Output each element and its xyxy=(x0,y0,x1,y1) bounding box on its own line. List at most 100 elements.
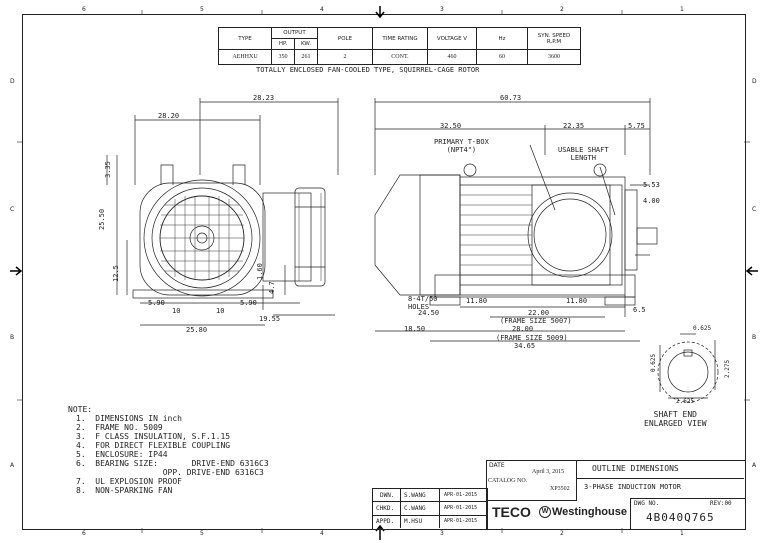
cell-hz: 60 xyxy=(476,49,528,65)
zone-right-A: A xyxy=(752,462,757,469)
dim-width-left: 28.20 xyxy=(158,112,180,120)
th-type: TYPE xyxy=(218,27,272,50)
cell-time-rating: CONT. xyxy=(372,49,428,65)
dim-10-left: 10 xyxy=(172,307,181,315)
th-time-rating: TIME RATING xyxy=(372,27,428,50)
note-6: 6. BEARING SIZE: DRIVE-END 6316C3 xyxy=(76,459,269,468)
zone-bottom-1: 1 xyxy=(680,530,684,537)
approval-date-1: APR-01-2015 xyxy=(444,492,478,498)
dwg-no-box xyxy=(630,498,746,530)
dim-height-3-35: 3.35 xyxy=(104,161,112,178)
dim-25-80: 25.80 xyxy=(186,326,208,334)
cell-syn-speed: 3600 xyxy=(527,49,581,65)
dim-5-53: 5.53 xyxy=(643,181,660,189)
title-motor-type: 3-PHASE INDUCTION MOTOR xyxy=(584,483,681,491)
zone-top-2: 2 xyxy=(560,6,564,13)
cell-type: AEHHXU xyxy=(218,49,272,65)
th-voltage: VOLTAGE V xyxy=(427,27,477,50)
zone-right-B: B xyxy=(752,334,757,341)
rev-label: REV:00 xyxy=(710,500,732,507)
zone-top-5: 5 xyxy=(200,6,204,13)
zone-right-C: C xyxy=(752,206,757,213)
approval-row-divider xyxy=(372,501,486,516)
dim-11-80-right: 11.80 xyxy=(566,297,588,305)
title-date-box xyxy=(486,460,577,501)
approval-date-3: APR-01-2015 xyxy=(444,518,478,524)
approval-name-1: S.WANG xyxy=(404,492,426,499)
zone-top-1: 1 xyxy=(680,6,684,13)
approval-name-2: C.WANG xyxy=(404,505,426,512)
dim-5-75: 5.75 xyxy=(628,122,645,130)
frame-size-5007: (FRAME SIZE 5007) xyxy=(500,317,572,325)
approval-date-2: APR-01-2015 xyxy=(444,505,478,511)
note-6b: OPP. DRIVE-END 6316C3 xyxy=(76,468,264,477)
zone-bottom-2: 2 xyxy=(560,530,564,537)
zone-top-6: 6 xyxy=(82,6,86,13)
dim-4-00: 4.00 xyxy=(643,197,660,205)
dim-height-12-5: 12.5 xyxy=(112,265,120,282)
zone-right-D: D xyxy=(752,78,757,85)
cell-kw: 261 xyxy=(294,49,318,65)
shaft-dim-0-625-side: 0.625 xyxy=(650,353,657,372)
approval-name-3: M.HSU xyxy=(404,518,423,525)
note-7: 7. UL EXPLOSION PROOF xyxy=(76,477,182,486)
dim-28-00: 28.00 xyxy=(512,325,534,333)
dim-6-5: 6.5 xyxy=(633,306,646,314)
zone-bottom-3: 3 xyxy=(440,530,444,537)
title-block xyxy=(486,460,746,530)
zone-bottom-4: 4 xyxy=(320,530,324,537)
zone-top-4: 4 xyxy=(320,6,324,13)
note-8: 8. NON-SPARKING FAN xyxy=(76,486,173,495)
dim-22-35: 22.35 xyxy=(563,122,585,130)
dim-overall-left: 28.23 xyxy=(253,94,275,102)
dim-24-50: 24.50 xyxy=(418,309,440,317)
westinghouse-circle-w-icon: W xyxy=(539,506,551,518)
dim-19-55: 19.55 xyxy=(259,315,281,323)
spec-table: TYPE OUTPUT POLE TIME RATING VOLTAGE V H… xyxy=(218,27,581,65)
approval-table xyxy=(372,488,488,530)
dim-5-90-right: 5.90 xyxy=(240,299,257,307)
front-view-drawing xyxy=(106,98,339,326)
usable-shaft-label: USABLE SHAFT LENGTH xyxy=(558,146,609,162)
date-value: April 3, 2015 xyxy=(532,469,565,475)
note-5: 5. ENCLOSURE: IP44 xyxy=(76,450,168,459)
th-kw: KW. xyxy=(294,38,318,50)
westinghouse-logo: Westinghouse xyxy=(552,506,627,518)
shaft-end-title: SHAFT END ENLARGED VIEW xyxy=(644,410,707,428)
shaft-dim-2-625: 2.625 xyxy=(676,398,695,405)
shaft-dim-2-275: 2.275 xyxy=(724,359,731,378)
cell-hp: 350 xyxy=(271,49,295,65)
shaft-dim-0-625-top: 0.625 xyxy=(693,325,712,332)
drawing-subtitle: TOTALLY ENCLOSED FAN-COOLED TYPE, SQUIRR… xyxy=(256,66,480,74)
zone-bottom-5: 5 xyxy=(200,530,204,537)
title-divider xyxy=(576,478,744,479)
dim-5-90-left: 5.90 xyxy=(148,299,165,307)
dim-height-25-50: 25.50 xyxy=(98,208,106,230)
note-1: 1. DIMENSIONS IN inch xyxy=(76,414,182,423)
dwg-no-value: 4B040Q765 xyxy=(646,511,715,524)
dim-11-80-left: 11.80 xyxy=(466,297,488,305)
note-4: 4. FOR DIRECT FLEXIBLE COUPLING xyxy=(76,441,231,450)
approval-role-1: DWN. xyxy=(380,492,395,499)
notes-section: NOTE: 1. DIMENSIONS IN inch 2. FRAME NO.… xyxy=(68,405,269,495)
note-2: 2. FRAME NO. 5009 xyxy=(76,423,163,432)
shaft-end-drawing xyxy=(657,333,719,403)
cell-voltage: 460 xyxy=(427,49,477,65)
frame-size-5009: (FRAME SIZE 5009) xyxy=(496,334,568,342)
approval-role-3: APPD. xyxy=(376,518,395,525)
notes-title: NOTE: xyxy=(68,405,93,414)
th-hz: Hz xyxy=(476,27,528,50)
zone-top-3: 3 xyxy=(440,6,444,13)
th-syn-speed: SYN. SPEED R.P.M xyxy=(527,27,581,50)
dim-32-50: 32.50 xyxy=(440,122,462,130)
dwg-no-label: DWG NO. xyxy=(634,500,660,507)
side-view-drawing xyxy=(374,98,658,342)
catalog-value: XP3502 xyxy=(550,486,570,492)
note-3: 3. F CLASS INSULATION, S.F.1.15 xyxy=(76,432,231,441)
zone-left-A: A xyxy=(10,462,15,469)
th-pole: POLE xyxy=(317,27,373,50)
primary-tbox-label: PRIMARY T-BOX (NPT4") xyxy=(434,138,489,154)
approval-role-2: CHKD. xyxy=(376,505,395,512)
dim-10-right: 10 xyxy=(216,307,225,315)
zone-left-D: D xyxy=(10,78,15,85)
